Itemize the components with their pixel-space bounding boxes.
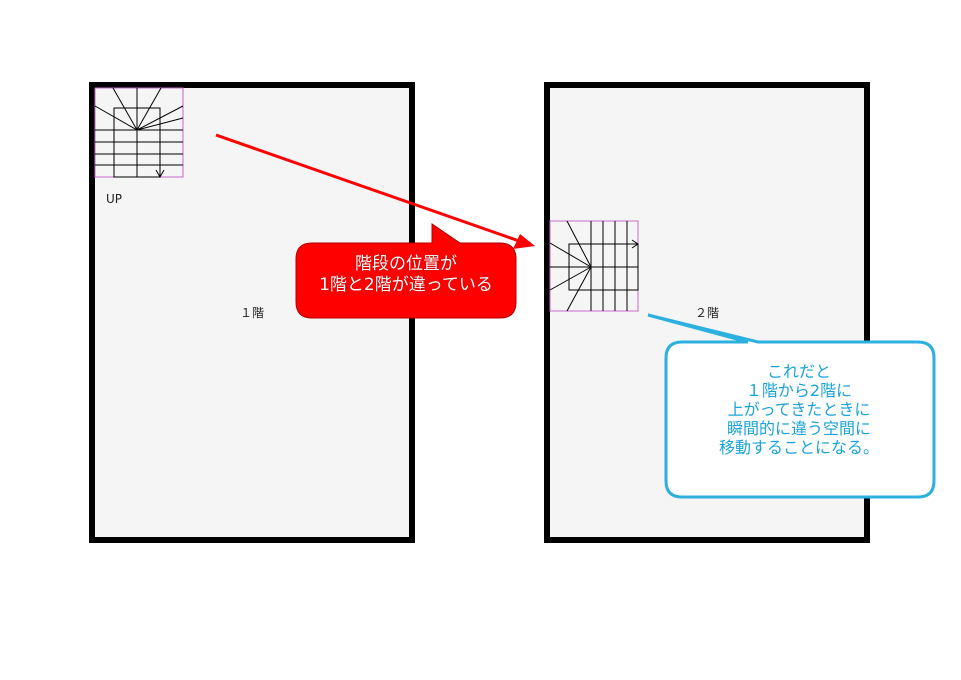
red-callout	[295, 223, 517, 319]
floor-2-label: ２階	[695, 306, 720, 320]
red-arrow	[215, 133, 535, 249]
floor-1-label: １階	[240, 306, 265, 320]
stairs-floor-1	[94, 87, 184, 179]
blue-callout	[647, 313, 936, 499]
red-callout-text: 階段の位置が 1階と2階が違っている	[319, 254, 493, 295]
stairs-floor-2	[549, 220, 639, 312]
stair-up-label: UP	[106, 192, 123, 206]
blue-callout-text: これだと １階から2階に 上がってきたときに 瞬間的に違う空間に 移動することに…	[718, 362, 879, 457]
